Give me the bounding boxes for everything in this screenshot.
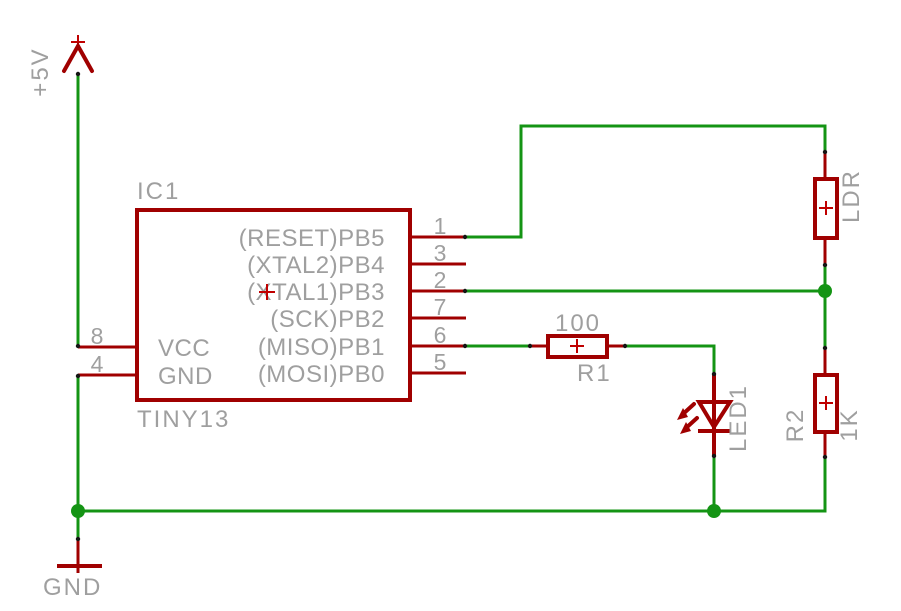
pin-name-gnd: GND <box>158 363 213 390</box>
pin-name-pb0: (MOSI)PB0 <box>258 361 385 388</box>
pin-number-8: 8 <box>91 323 104 349</box>
pin-number-7: 7 <box>434 294 447 320</box>
ic1-ref-label: IC1 <box>137 178 180 205</box>
pin-name-pb1: (MISO)PB1 <box>258 334 385 361</box>
junction-dot <box>71 504 85 518</box>
pin-number-2: 2 <box>434 267 447 293</box>
resistor-r1[interactable]: 100 R1 <box>531 310 624 387</box>
wire-pb5-to-ldr[interactable] <box>465 124 827 239</box>
pin-number-5: 5 <box>434 349 447 375</box>
connection-dots <box>75 71 828 542</box>
led1-emission-arrows-icon <box>677 402 699 434</box>
pin-name-pb4: (XTAL2)PB4 <box>247 252 385 279</box>
pin-name-pb5: (RESET)PB5 <box>239 225 385 252</box>
nets <box>76 73 827 538</box>
ic1-part-label: TINY13 <box>137 406 230 433</box>
junction-dots <box>71 284 832 518</box>
pin-number-6: 6 <box>434 322 447 348</box>
ground-symbol[interactable]: GND <box>43 538 102 601</box>
resistor-ldr[interactable]: LDR <box>813 152 865 265</box>
r2-ref-label: R2 <box>782 408 809 443</box>
pin-name-pb2: (SCK)PB2 <box>270 306 385 333</box>
led1[interactable]: LED1 <box>677 374 752 456</box>
r2-value-label: 1K <box>836 408 863 441</box>
wire-ground-rail[interactable] <box>78 458 827 513</box>
ldr-ref-label: LDR <box>838 169 865 223</box>
power-flag-5v[interactable]: +5V <box>27 35 94 97</box>
pin-number-1: 1 <box>434 213 447 239</box>
r1-ref-label: R1 <box>577 360 612 387</box>
gnd-label: GND <box>43 574 102 601</box>
power-net-label: +5V <box>27 47 54 96</box>
ic1-tiny13[interactable]: IC1 TINY13 1 3 2 7 6 5 (RESET)PB5 (XTAL2… <box>78 178 466 433</box>
wire-r1-to-led[interactable] <box>624 344 716 374</box>
r1-value-label: 100 <box>555 310 601 337</box>
pin-number-3: 3 <box>434 240 447 266</box>
junction-dot <box>818 284 832 298</box>
resistor-r2[interactable]: R2 1K <box>782 348 863 458</box>
junction-dot <box>707 504 721 518</box>
ic1-body[interactable] <box>135 208 412 402</box>
led1-ref-label: LED1 <box>725 384 752 452</box>
supply-arrow-icon <box>62 41 94 73</box>
pin-number-4: 4 <box>91 351 104 377</box>
pin-name-vcc: VCC <box>158 335 210 362</box>
